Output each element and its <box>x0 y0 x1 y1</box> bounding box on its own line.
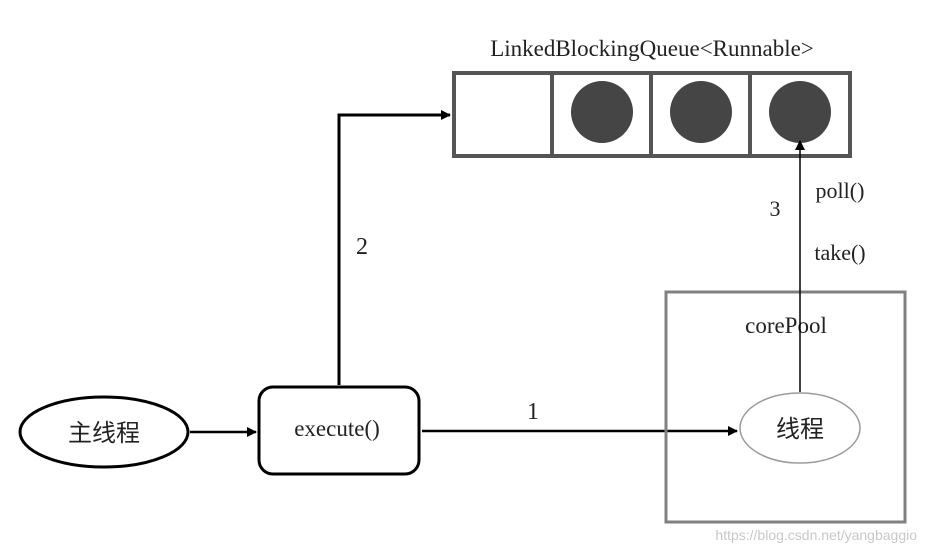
execute-node <box>257 385 421 476</box>
queue-task-dot <box>670 81 732 143</box>
take-method-label: take() <box>814 240 865 265</box>
step-1-label: 1 <box>527 399 539 425</box>
queue <box>452 71 852 158</box>
worker-thread-node <box>739 392 861 464</box>
poll-method-label: poll() <box>816 178 865 203</box>
core-pool-label: corePool <box>745 313 827 338</box>
queue-label: LinkedBlockingQueue<Runnable> <box>490 36 814 61</box>
queue-task-dot <box>769 81 831 143</box>
step-2-label: 2 <box>356 234 368 260</box>
execute-to-queue-arrow <box>337 110 451 385</box>
step-3-label: 3 <box>770 196 781 221</box>
main-thread-node <box>18 395 190 469</box>
main-thread-label: 主线程 <box>68 419 140 447</box>
watermark: https://blog.csdn.net/yangbaggio <box>715 527 917 543</box>
core-pool-box <box>664 290 907 524</box>
queue-task-dot <box>571 81 633 143</box>
execute-label: execute() <box>294 416 380 441</box>
worker-thread-label: 线程 <box>776 415 824 443</box>
